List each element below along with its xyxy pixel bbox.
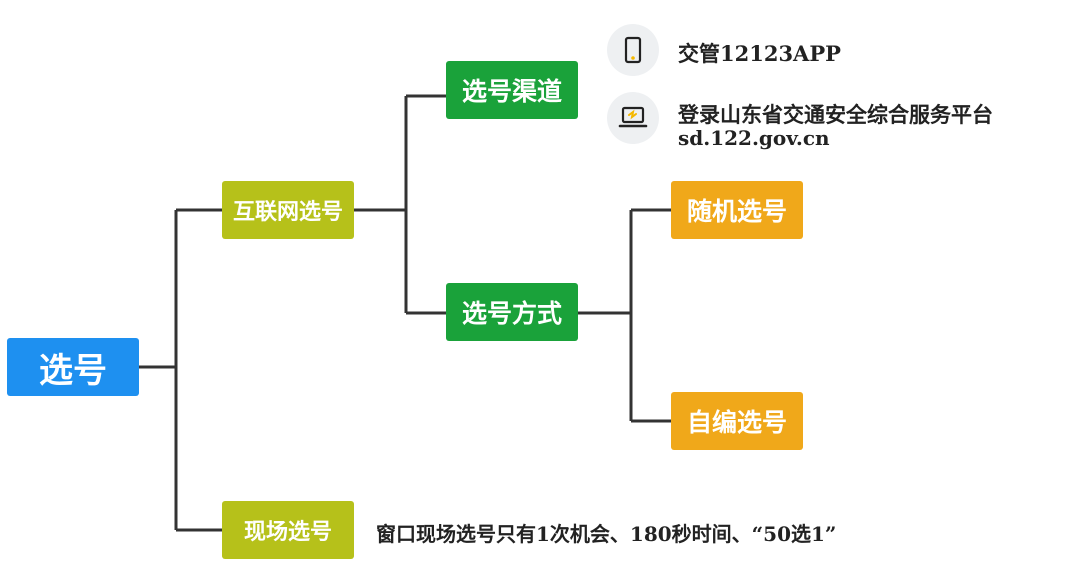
channels-node: 选号渠道 [446, 61, 578, 119]
onsite-note: 窗口现场选号只有1次机会、180秒时间、“50选1” [376, 522, 837, 546]
channel-web-url: sd.122.gov.cn [678, 126, 830, 150]
phone-icon [624, 36, 642, 64]
root-label: 选号 [39, 350, 107, 391]
channels-label: 选号渠道 [461, 77, 562, 106]
random-node: 随机选号 [671, 181, 803, 239]
onsite-node: 现场选号 [222, 501, 354, 559]
internet-label: 互联网选号 [232, 200, 343, 225]
custom-label: 自编选号 [686, 408, 787, 437]
internet-node: 互联网选号 [222, 181, 354, 239]
custom-node: 自编选号 [671, 392, 803, 450]
methods-node: 选号方式 [446, 283, 578, 341]
methods-label: 选号方式 [461, 299, 562, 328]
channel-web-text: 登录山东省交通安全综合服务平台 [678, 102, 993, 127]
channel-app-text: 交管12123APP [678, 41, 841, 66]
root-node: 选号 [7, 338, 139, 396]
laptop-icon-circle [607, 92, 659, 144]
onsite-label: 现场选号 [243, 520, 332, 545]
random-label: 随机选号 [686, 197, 787, 226]
phone-icon-circle [607, 24, 659, 76]
laptop-icon [618, 106, 648, 128]
